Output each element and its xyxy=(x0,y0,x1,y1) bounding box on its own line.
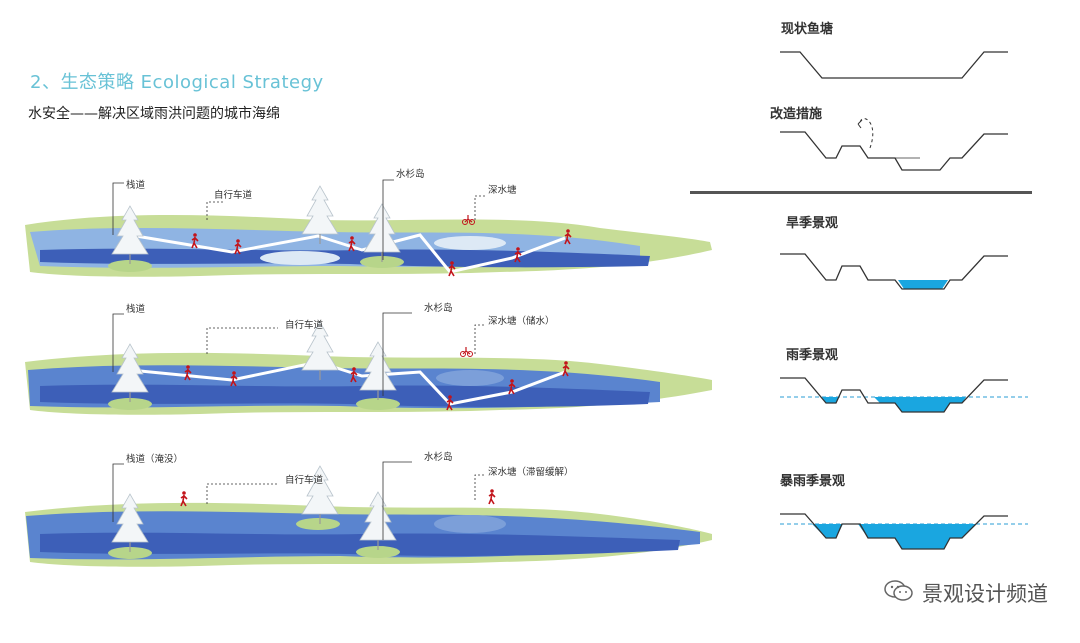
strip1-boardwalk-label: 栈道 xyxy=(126,180,146,191)
strip3-island-label: 水杉岛 xyxy=(424,452,453,463)
page-title: 2、生态策略 Ecological Strategy xyxy=(30,72,324,93)
section-modified xyxy=(780,118,1008,171)
wechat-icon xyxy=(884,579,914,608)
section-modified-title: 改造措施 xyxy=(770,107,823,122)
section-storm-title: 暴雨季景观 xyxy=(780,474,846,489)
watermark-text: 景观设计频道 xyxy=(922,582,1048,606)
section-dry xyxy=(780,253,1008,290)
section-existing-title: 现状鱼塘 xyxy=(781,22,834,37)
strip1-bikeway-label: 自行车道 xyxy=(214,190,253,201)
strip2-boardwalk-label: 栈道 xyxy=(126,304,146,315)
section-dry-title: 旱季景观 xyxy=(786,216,839,231)
strip1-pond-label: 深水塘 xyxy=(488,185,517,196)
strip2-pond-label: 深水塘（储水） xyxy=(488,316,555,327)
strip-2 xyxy=(25,312,712,415)
strip-3 xyxy=(25,461,712,567)
section-storm xyxy=(780,513,1028,550)
section-divider xyxy=(690,191,1032,194)
watermark: 景观设计频道 xyxy=(884,578,1048,608)
strip3-boardwalk-label: 栈道（淹没） xyxy=(126,454,184,465)
section-rainy-title: 雨季景观 xyxy=(786,348,839,363)
strip2-bikeway-label: 自行车道 xyxy=(285,320,324,331)
strip3-bikeway-label: 自行车道 xyxy=(285,475,324,486)
strip2-island-label: 水杉岛 xyxy=(424,303,453,314)
page-subtitle: 水安全——解决区域雨洪问题的城市海绵 xyxy=(28,106,280,122)
strip3-pond-label: 深水塘（滞留缓解） xyxy=(488,467,574,478)
section-rainy xyxy=(780,377,1028,413)
strip1-island-label: 水杉岛 xyxy=(396,169,425,180)
strip-1 xyxy=(25,179,712,277)
section-existing xyxy=(780,51,1008,79)
